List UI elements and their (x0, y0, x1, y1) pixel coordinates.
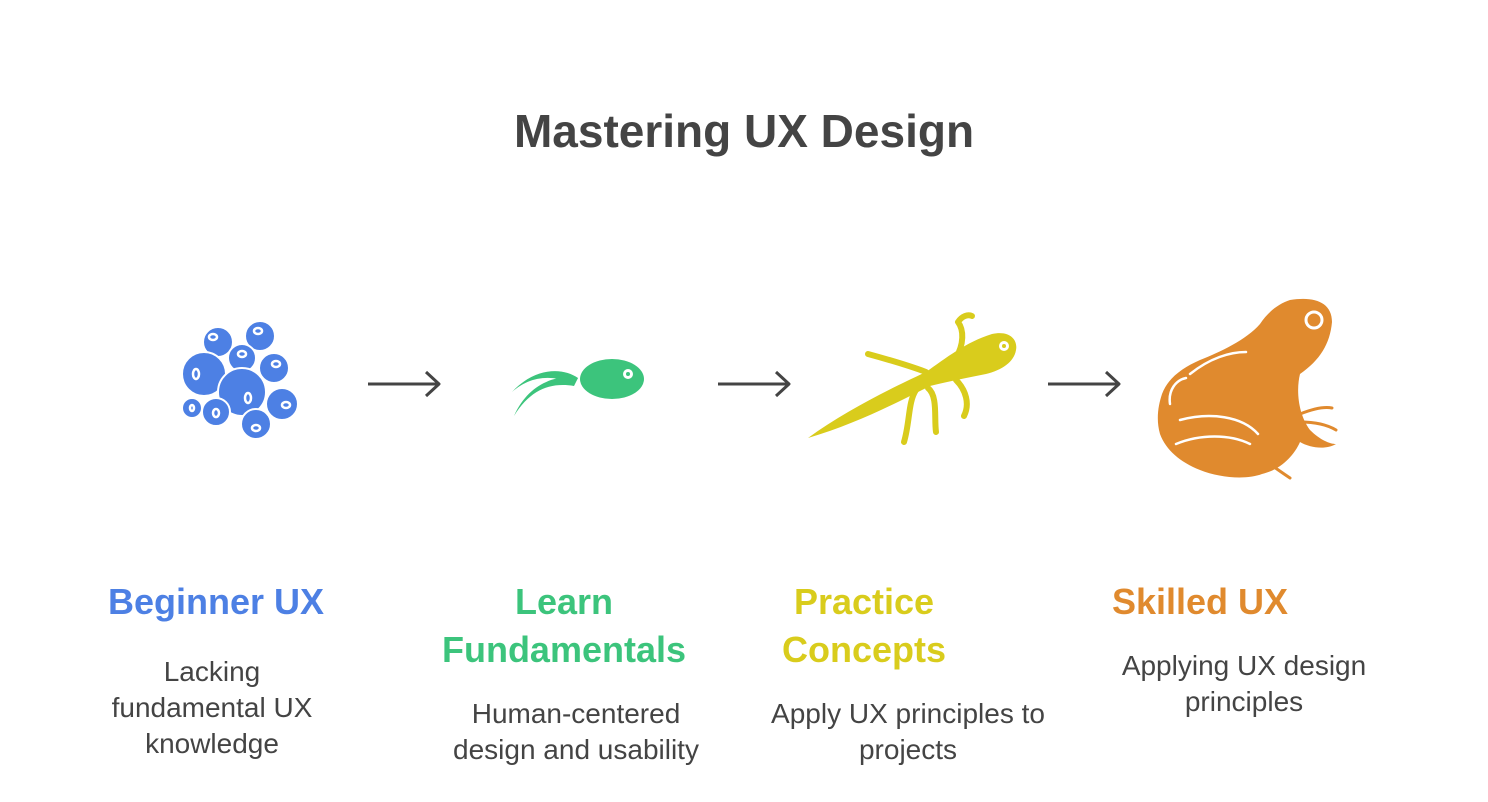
stage-title-skilled: Skilled UX (1111, 581, 1289, 622)
stage-description-learn: Human-centered design and usability (453, 698, 699, 765)
frog-eggs-icon (181, 320, 299, 440)
arrow-right-icon (718, 370, 791, 398)
diagram-title: Mastering UX Design (513, 105, 975, 157)
stage-title-beginner: Beginner UX (107, 581, 325, 622)
arrow-right-icon (368, 370, 441, 398)
stage-title-practice: Practice Concepts (781, 581, 947, 670)
tadpole-icon (512, 359, 644, 416)
stage-description-practice: Apply UX principles to projects (771, 698, 1045, 765)
stage-title-learn: Learn Fundamentals (441, 581, 687, 670)
arrow-right-icon (1048, 370, 1121, 398)
frog-icon (1157, 298, 1338, 480)
froglet-icon (808, 312, 1017, 445)
stage-description-beginner: Lacking fundamental UX knowledge (111, 656, 313, 759)
stage-description-skilled: Applying UX design principles (1121, 650, 1367, 717)
